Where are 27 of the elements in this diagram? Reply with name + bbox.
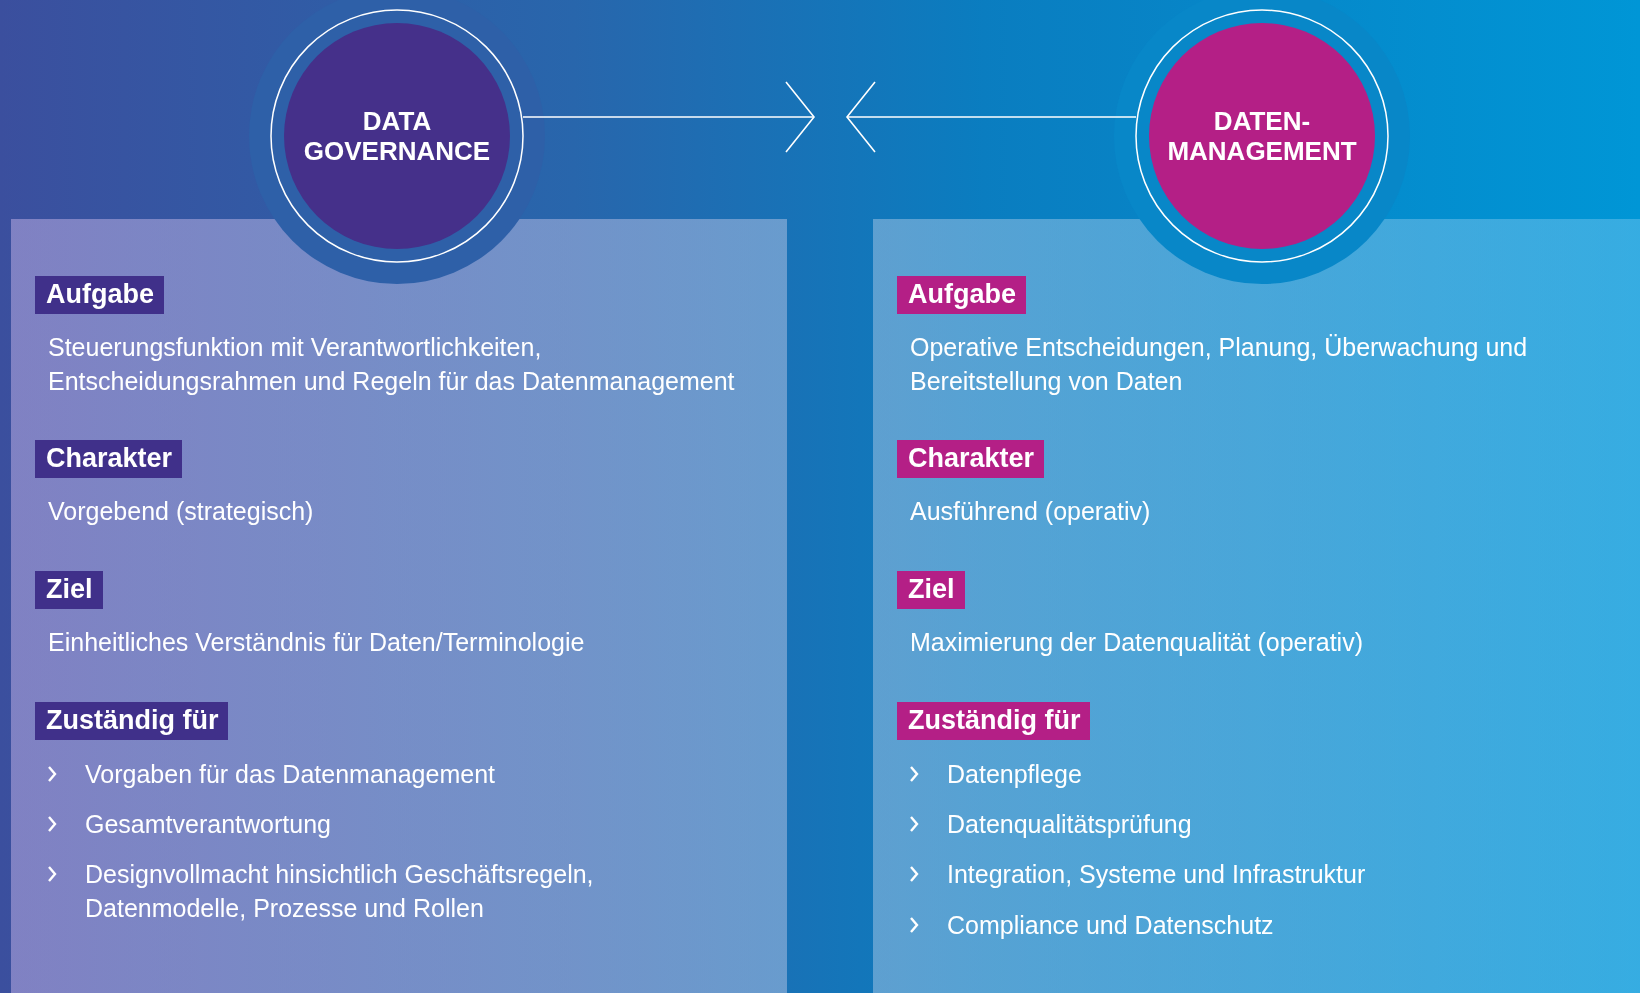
- heading-tag: Zuständig für: [35, 702, 229, 740]
- arrow: [522, 81, 815, 153]
- description-text: Maximierung der Datenqualität (operativ): [910, 627, 1364, 658]
- list-item: Designvollmacht hinsichtlich Geschäftsregeln, Datenmodelle, Prozesse und Rollen: [85, 859, 595, 924]
- arrow: [846, 81, 1137, 153]
- description-text: Steuerungsfunktion mit Verantwortlichkeiten, Entscheidungsrahmen und Regeln für das Datenmanagement: [48, 332, 736, 397]
- circle-title: DATEN-MANAGEMENT: [1166, 106, 1358, 166]
- list-item: Vorgaben für das Datenmanagement: [85, 759, 496, 790]
- heading-tag: Aufgabe: [897, 276, 1026, 314]
- list-item: Datenqualitätsprüfung: [947, 809, 1193, 840]
- description-text: Vorgebend (strategisch): [48, 496, 315, 527]
- list-item: Gesamtverantwortung: [85, 809, 332, 840]
- info-panel: [11, 219, 787, 993]
- heading-tag: Charakter: [897, 440, 1045, 478]
- heading-tag: Charakter: [35, 440, 183, 478]
- heading-tag: Ziel: [35, 571, 103, 609]
- info-panel: [873, 219, 1640, 993]
- circle-title: DATA GOVERNANCE: [302, 106, 492, 166]
- description-text: Ausführend (operativ): [910, 496, 1152, 527]
- heading-tag: Aufgabe: [35, 276, 164, 314]
- list-item: Integration, Systeme und Infrastruktur: [947, 859, 1367, 890]
- list-item: Compliance und Datenschutz: [947, 910, 1275, 941]
- description-text: Einheitliches Verständnis für Daten/Terminologie: [48, 627, 586, 658]
- heading-tag: Ziel: [897, 571, 965, 609]
- heading-tag: Zuständig für: [897, 702, 1091, 740]
- description-text: Operative Entscheidungen, Planung, Überwachung und Bereitstellung von Daten: [910, 332, 1529, 397]
- list-item: Datenpflege: [947, 759, 1083, 790]
